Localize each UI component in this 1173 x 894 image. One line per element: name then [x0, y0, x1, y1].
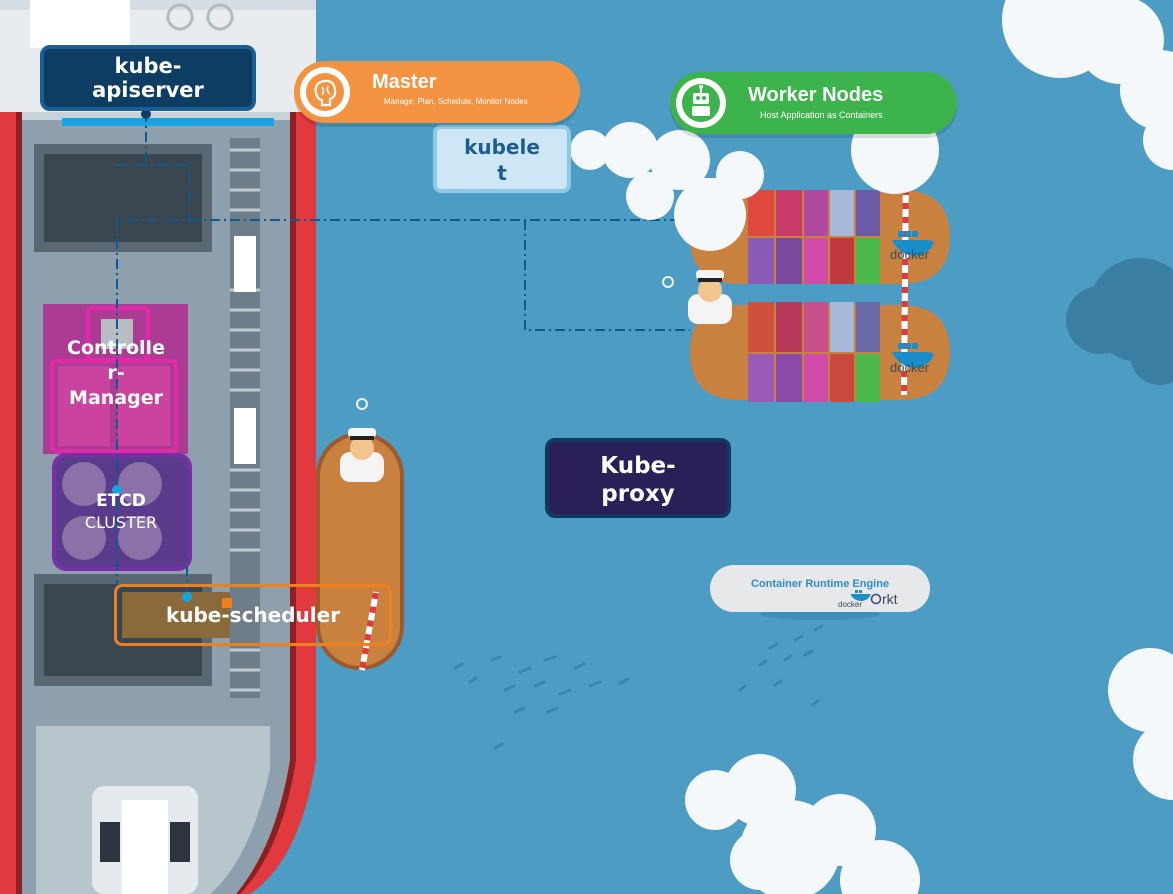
- brain-icon: [300, 67, 350, 117]
- kubelet-label: kubele t: [433, 125, 571, 193]
- container-runtime-engine: Container Runtime Engine docker rkt: [710, 565, 930, 612]
- controller-manager-line2: r-: [107, 362, 125, 384]
- kube-apiserver-line2: apiserver: [92, 78, 204, 102]
- master-title: Master: [372, 71, 437, 93]
- kubelet-line2: t: [497, 161, 507, 185]
- kube-apiserver-label: kube- apiserver: [40, 45, 256, 111]
- kube-apiserver-line1: kube-: [114, 54, 182, 78]
- worker-nodes-title: Worker Nodes: [748, 84, 884, 106]
- tug-boat: [316, 432, 404, 671]
- ship-docker-label-2: docker: [890, 360, 930, 375]
- kube-proxy-line1: Kube-: [600, 453, 676, 479]
- kube-proxy-label: Kube- proxy: [545, 438, 731, 518]
- ship-docker-label-1: docker: [890, 247, 930, 262]
- rkt-logo-icon: [870, 593, 882, 605]
- water-ripples: [453, 624, 824, 750]
- runtime-docker-label: docker: [838, 600, 863, 609]
- kube-scheduler-label: kube-scheduler: [114, 584, 392, 646]
- clouds: [570, 0, 1173, 894]
- docker-logo-icon: [851, 590, 871, 601]
- master-subtitle: Manage, Plan, Schedule, Monitor Nodes: [384, 97, 528, 106]
- etcd-block: [52, 453, 192, 571]
- kube-proxy-line2: proxy: [601, 481, 675, 507]
- worker-nodes-subtitle: Host Application as Containers: [760, 110, 883, 120]
- cloud-shadow: [1066, 258, 1173, 385]
- etcd-cluster-label: ETCD CLUSTER: [62, 490, 180, 540]
- kubelet-line1: kubele: [464, 135, 540, 159]
- etcd-line1: ETCD: [96, 491, 146, 511]
- runtime-title: Container Runtime Engine: [750, 578, 890, 590]
- docker-whale-icon: [892, 231, 934, 368]
- scheduler-crate: [122, 592, 230, 638]
- worker-nodes-pill: Worker Nodes Host Application as Contain…: [670, 72, 957, 134]
- controller-manager-label: Controlle r- Manager: [50, 336, 182, 416]
- worker-ship-2: [690, 302, 950, 402]
- robot-icon: [676, 78, 726, 128]
- controller-manager-line3: Manager: [69, 387, 163, 409]
- etcd-line2: CLUSTER: [84, 513, 158, 532]
- connection-lines: [116, 112, 690, 596]
- bubbles: [356, 175, 674, 410]
- master-pill: Master Manage, Plan, Schedule, Monitor N…: [294, 61, 580, 123]
- worker-ship-1: [690, 190, 950, 284]
- crane-pole: [901, 159, 909, 396]
- runtime-rkt-label: rkt: [882, 591, 898, 607]
- controller-manager-line1: Controlle: [67, 337, 165, 359]
